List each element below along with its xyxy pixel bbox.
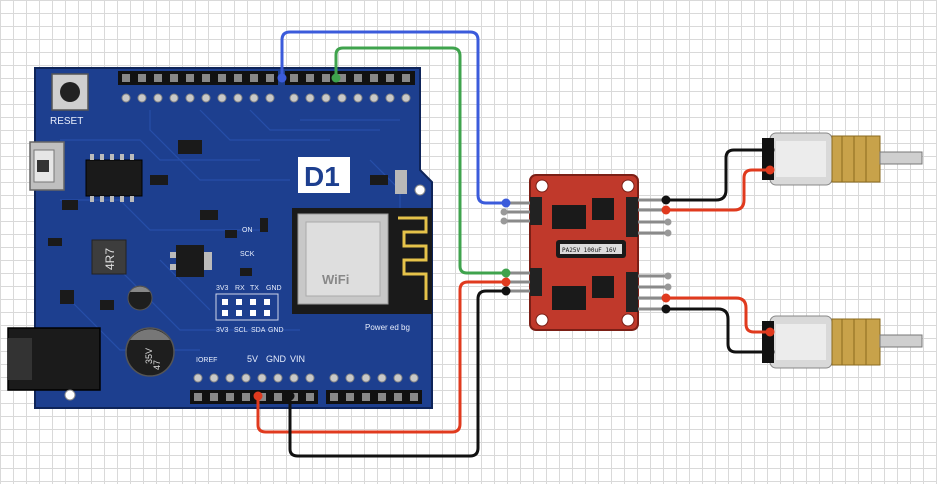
driver-mount-hole bbox=[535, 179, 549, 193]
smd-components bbox=[48, 140, 420, 310]
i2c-labels-bottom: 3V3 SCL SDA GND bbox=[216, 327, 284, 334]
bottom-pin-holes bbox=[193, 373, 419, 383]
motor-driver-board[interactable]: PA25V 100uF 16V bbox=[529, 174, 639, 331]
top-pin-holes bbox=[121, 93, 411, 103]
wires bbox=[256, 30, 772, 458]
esp8266-module: WiFi bbox=[292, 208, 432, 314]
on-label: ON bbox=[242, 227, 253, 234]
wire-black-gnd[interactable] bbox=[288, 289, 508, 458]
voltage-regulator bbox=[170, 245, 212, 277]
mounting-hole bbox=[414, 184, 426, 196]
wire-black-motor-top[interactable] bbox=[664, 148, 772, 202]
driver-output-header-bottom[interactable] bbox=[626, 272, 638, 312]
reset-label: RESET bbox=[50, 116, 83, 127]
driver-pin-ends bbox=[500, 208, 672, 291]
driver-mount-hole bbox=[621, 179, 635, 193]
wire-green-signal[interactable] bbox=[334, 46, 508, 275]
i2c-top-label-tx: TX bbox=[250, 285, 259, 292]
inductor-label: 4R7 bbox=[103, 248, 117, 270]
pin-label-ioref: IOREF bbox=[196, 357, 217, 364]
mounting-hole bbox=[64, 389, 76, 401]
driver-output-pins bbox=[638, 198, 666, 311]
capacitor-large: 35V 47 bbox=[125, 327, 175, 377]
board-model-badge: D1 bbox=[298, 157, 350, 193]
pin-label-vin: VIN bbox=[290, 354, 305, 364]
driver-capacitor-label: PA25V 100uF 16V bbox=[562, 247, 617, 254]
capacitor-small bbox=[127, 285, 153, 311]
driver-ic-2 bbox=[592, 198, 614, 220]
i2c-top-label-gnd: GND bbox=[266, 285, 282, 292]
reset-button[interactable] bbox=[51, 73, 89, 111]
wire-red-5v[interactable] bbox=[256, 280, 508, 434]
pcb-antenna bbox=[398, 216, 428, 300]
board-model-label: D1 bbox=[304, 161, 340, 192]
wire-red-motor-bottom[interactable] bbox=[664, 296, 772, 334]
power-pin-labels: IOREF 5V GND VIN bbox=[196, 354, 305, 364]
wire-red-motor-top[interactable] bbox=[664, 168, 772, 212]
wire-blue-signal[interactable] bbox=[280, 30, 508, 205]
pin-label-gnd: GND bbox=[266, 354, 287, 364]
power-label: Power ed bg bbox=[365, 323, 410, 332]
i2c-bottom-label-scl: SCL bbox=[234, 327, 248, 334]
driver-mount-hole bbox=[621, 313, 635, 327]
dc-barrel-jack[interactable] bbox=[7, 327, 101, 391]
wire-black-motor-bottom[interactable] bbox=[664, 307, 772, 354]
driver-ic-1 bbox=[552, 205, 586, 229]
i2c-bottom-label-3v3: 3V3 bbox=[216, 327, 229, 334]
wire-endpoints bbox=[253, 73, 775, 401]
driver-output-header-top[interactable] bbox=[626, 197, 638, 237]
sck-label: SCK bbox=[240, 251, 255, 258]
i2c-top-label-3v3: 3V3 bbox=[216, 285, 229, 292]
wifi-label: WiFi bbox=[322, 272, 349, 287]
i2c-top-label-rx: RX bbox=[235, 285, 245, 292]
i2c-bottom-label-sda: SDA bbox=[251, 327, 266, 334]
bottom-header-analog[interactable] bbox=[326, 390, 422, 404]
capacitor-voltage-label: 35V bbox=[144, 348, 154, 364]
driver-ic-3 bbox=[552, 286, 586, 310]
driver-mount-hole bbox=[535, 313, 549, 327]
gear-motor-bottom[interactable] bbox=[762, 315, 923, 369]
inductor: 4R7 bbox=[91, 239, 127, 275]
top-header-right[interactable] bbox=[285, 71, 415, 85]
i2c-header[interactable] bbox=[215, 293, 279, 321]
driver-input-header-top[interactable] bbox=[530, 197, 542, 225]
top-header-left[interactable] bbox=[118, 71, 278, 85]
driver-input-pins bbox=[506, 201, 530, 293]
micro-usb-port[interactable] bbox=[29, 141, 65, 191]
capacitor-value-label: 47 bbox=[152, 360, 162, 370]
gear-motor-top[interactable] bbox=[762, 132, 923, 186]
driver-input-header-bottom[interactable] bbox=[530, 268, 542, 296]
i2c-bottom-label-gnd: GND bbox=[268, 327, 284, 334]
pin-label-5v: 5V bbox=[247, 354, 258, 364]
driver-capacitor: PA25V 100uF 16V bbox=[556, 240, 626, 258]
usb-serial-chip bbox=[85, 154, 143, 202]
driver-ic-4 bbox=[592, 276, 614, 298]
wemos-d1-board[interactable]: RESET bbox=[7, 67, 433, 409]
i2c-labels-top: 3V3 RX TX GND bbox=[216, 285, 282, 292]
